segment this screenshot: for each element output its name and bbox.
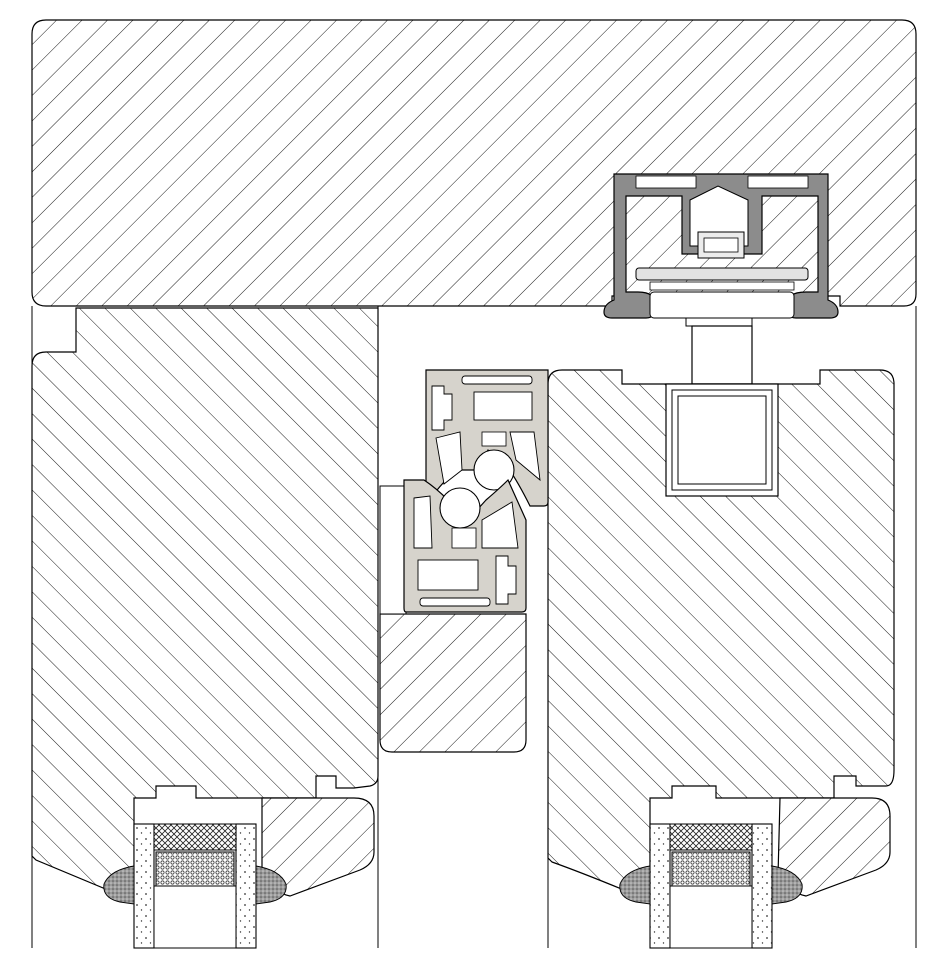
center-stile-block [379, 613, 527, 753]
gasket-left-inner [255, 865, 287, 905]
glass-pane-right-inner [751, 823, 773, 949]
desiccant-foam-right [671, 851, 751, 887]
glazing-unit-right [619, 823, 803, 949]
spacer-crosshatch-right [669, 823, 753, 851]
top-frame-beam [31, 19, 917, 307]
center-gap-plate [379, 485, 407, 615]
gasket-left-outer [103, 865, 135, 905]
glass-pane-left-inner [235, 823, 257, 949]
hanger-bracket [665, 383, 779, 497]
glass-pane-right-outer [649, 823, 671, 949]
hanger-roller [635, 231, 809, 327]
glass-pane-left-outer [133, 823, 155, 949]
spacer-crosshatch-left [153, 823, 237, 851]
gasket-right-outer [619, 865, 651, 905]
interlock-profile-upper [425, 369, 549, 507]
desiccant-foam-left [155, 851, 235, 887]
hanger-stem [691, 325, 753, 385]
glazing-unit-left [103, 823, 287, 949]
gasket-right-inner [771, 865, 803, 905]
interlock-profile-lower [403, 478, 527, 613]
